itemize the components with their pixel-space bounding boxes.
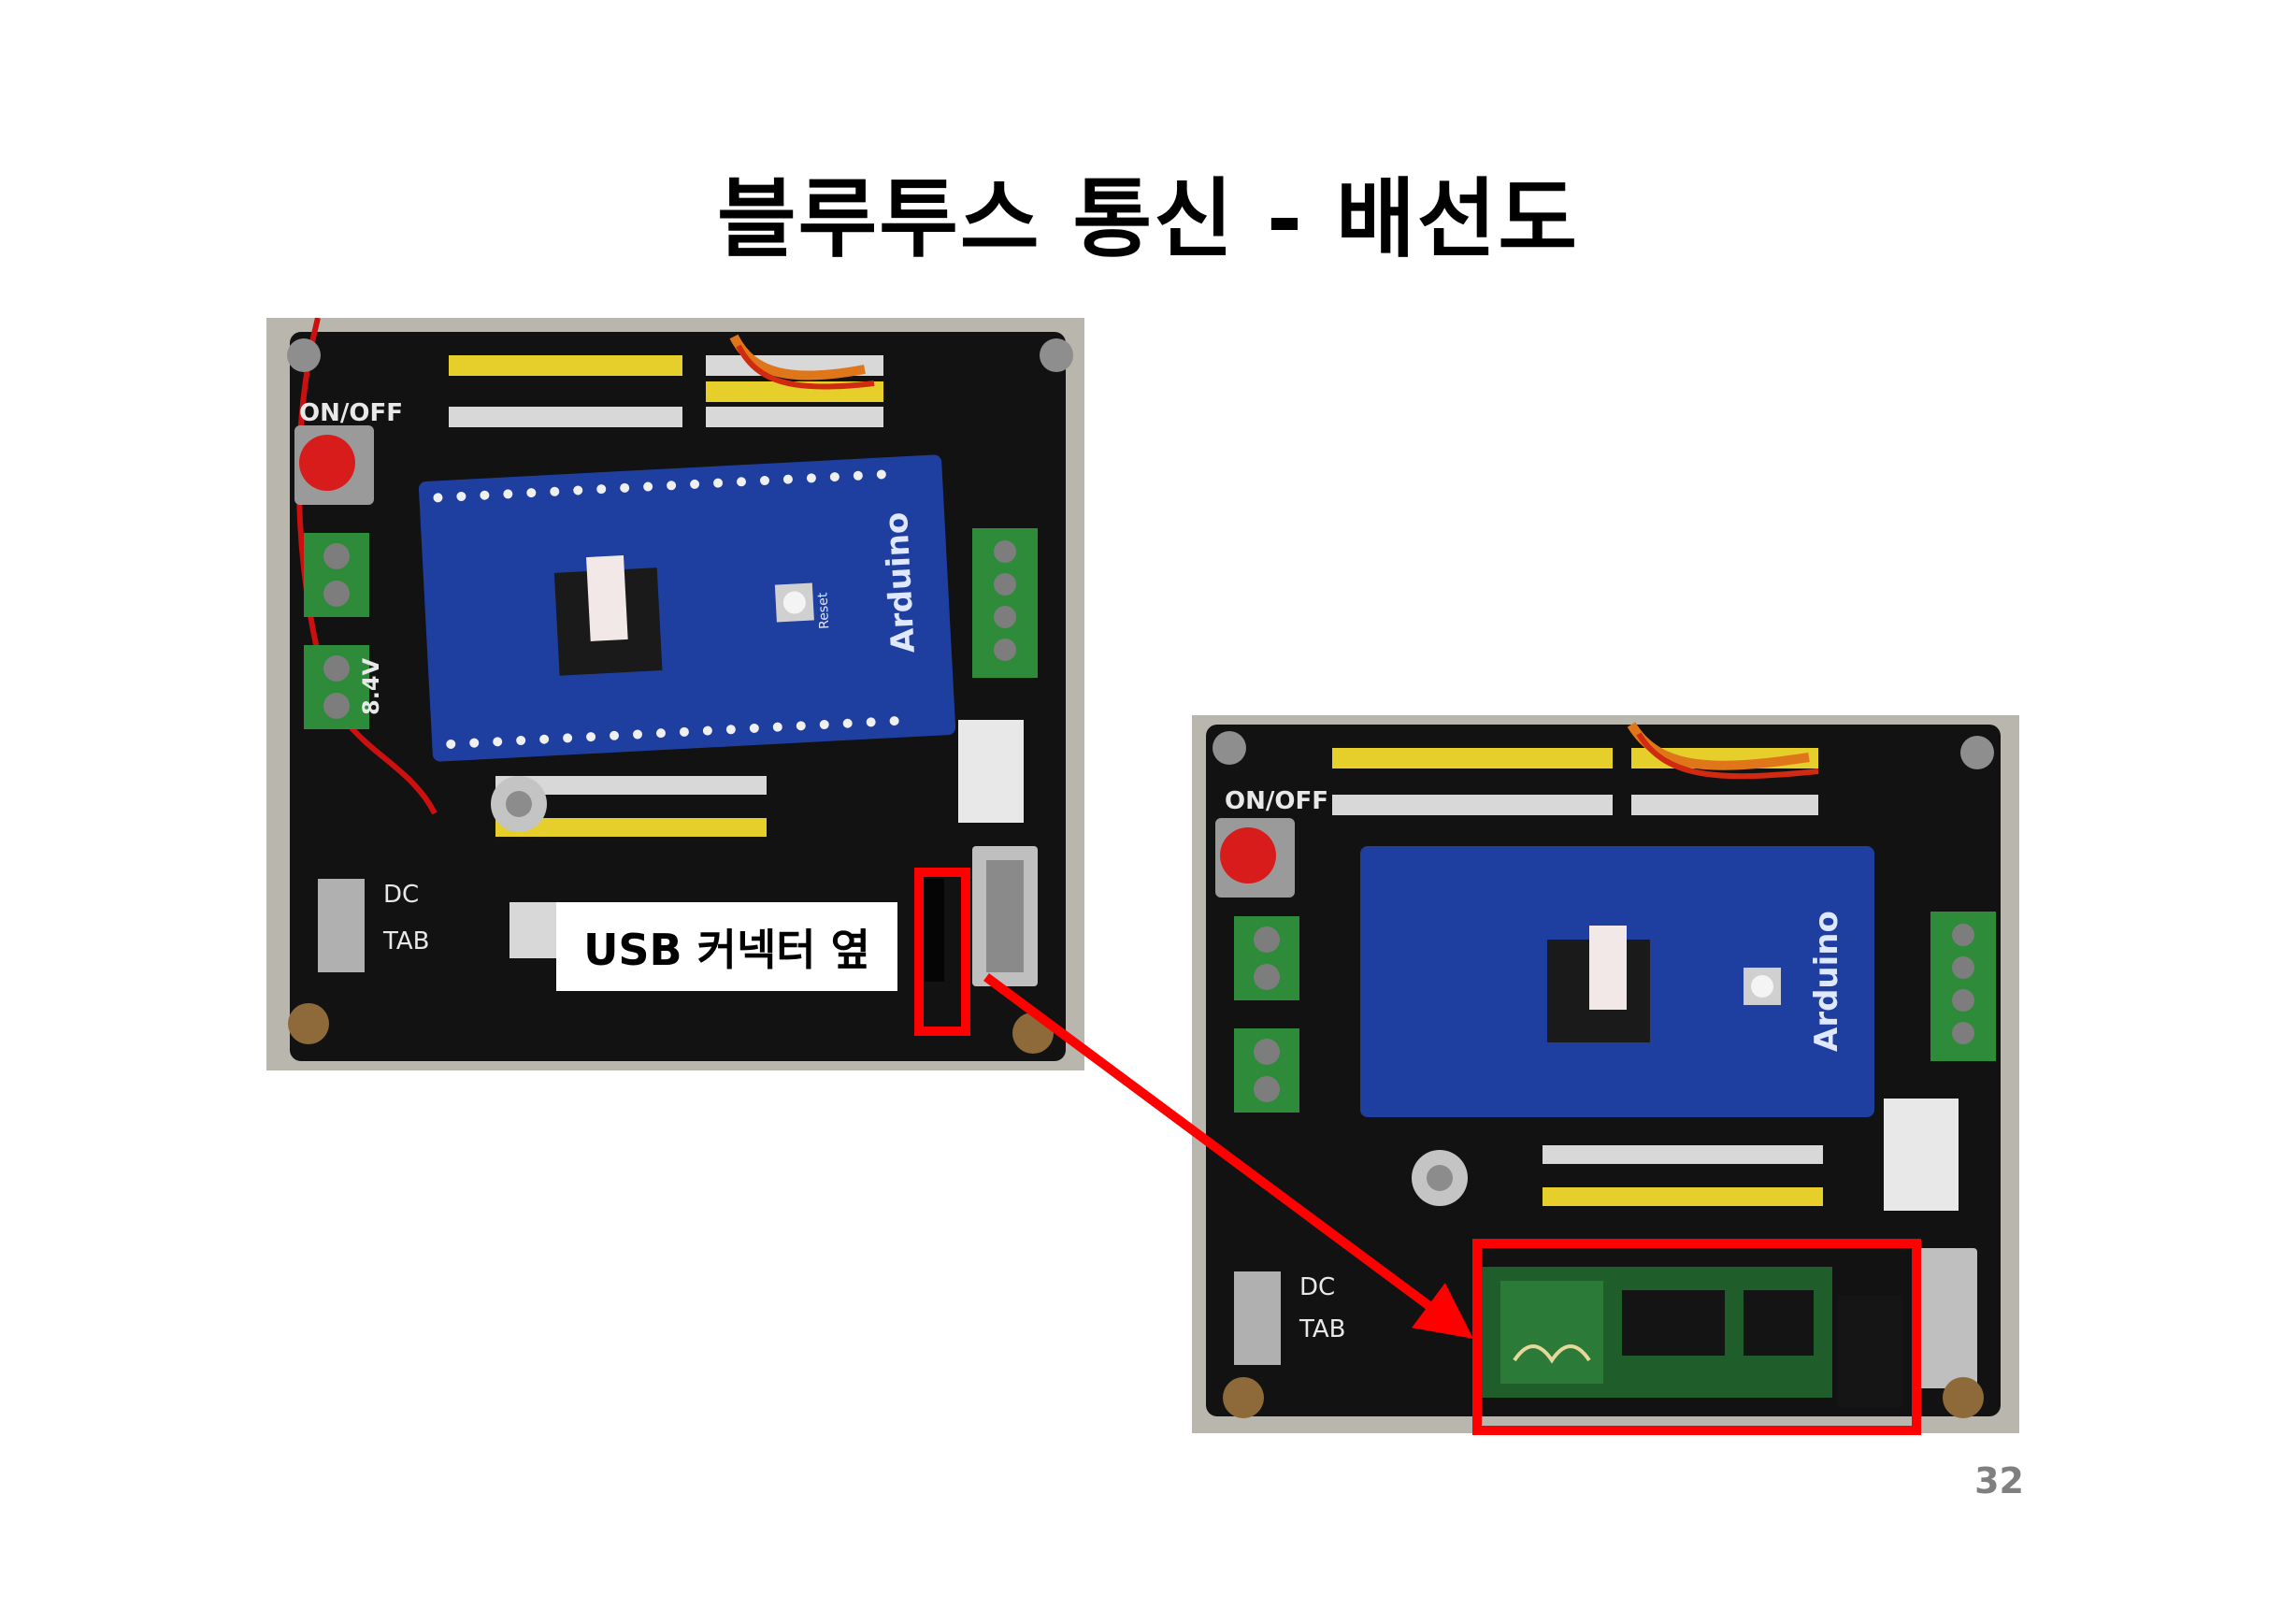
dc-label: DC	[383, 881, 419, 909]
tab-label: TAB	[382, 927, 430, 955]
voltage-label: 8.4V	[358, 657, 384, 715]
arduino-logo: Arduino	[1808, 911, 1845, 1052]
usb-connector-callout: USB 커넥터 옆	[556, 902, 897, 991]
reset-label: Reset	[815, 592, 832, 629]
page-number: 32	[1974, 1460, 2024, 1501]
slide-title: 블루투스 통신 - 배선도	[716, 169, 1580, 269]
dc-label: DC	[1299, 1273, 1335, 1301]
photo-board-right: ON/OFF Arduino DC TAB	[1192, 715, 2019, 1433]
arduino-logo: Arduino	[878, 511, 923, 654]
photo-board-left: ON/OFF 8.4V Arduino Reset	[266, 318, 1084, 1070]
on-off-label: ON/OFF	[299, 399, 403, 427]
on-off-label: ON/OFF	[1225, 787, 1328, 815]
tab-label: TAB	[1299, 1315, 1346, 1343]
